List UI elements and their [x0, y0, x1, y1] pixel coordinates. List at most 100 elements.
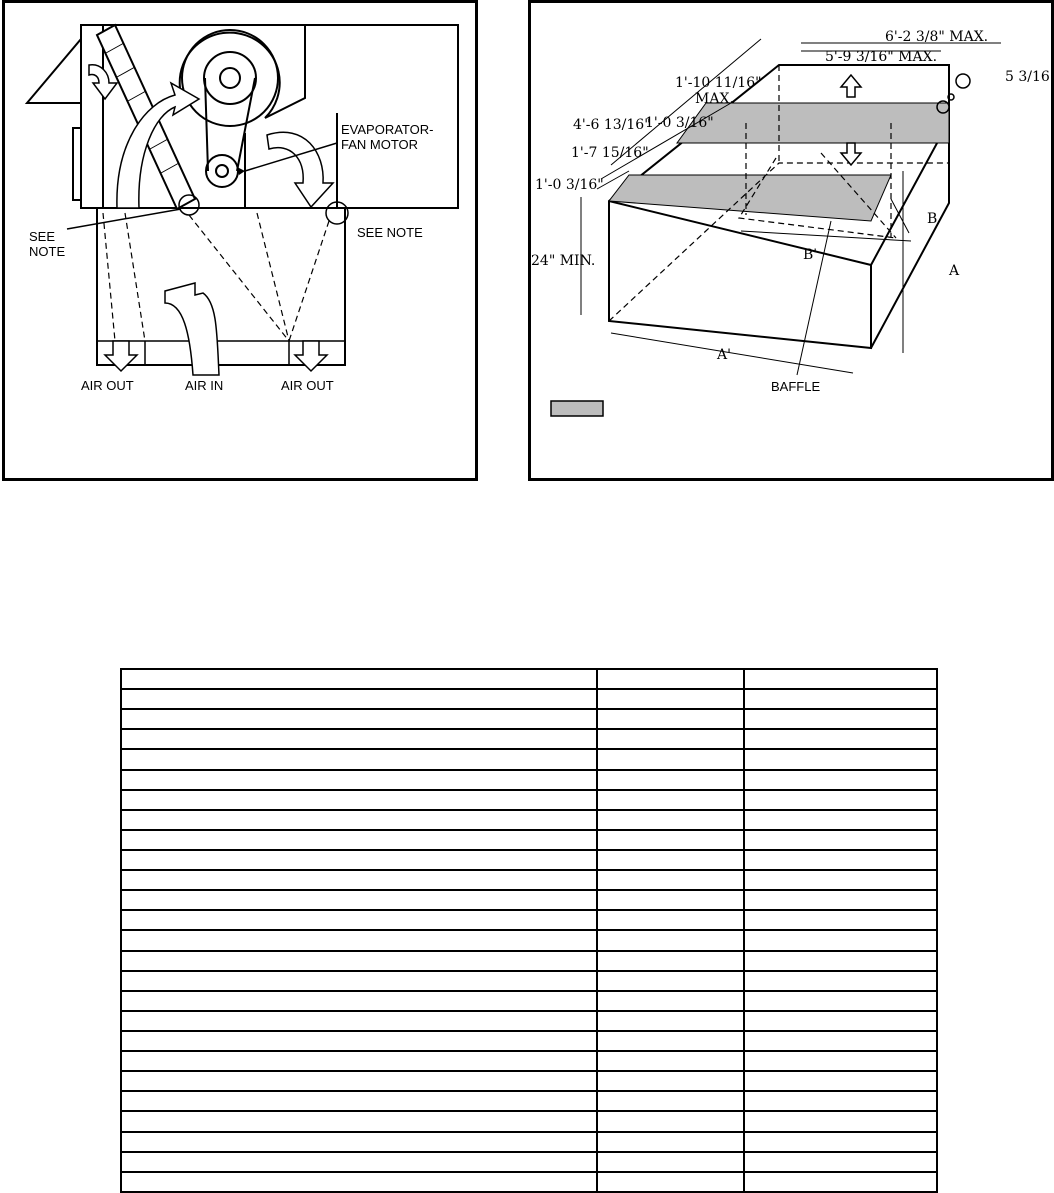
table-cell [596, 989, 745, 1012]
dim-inner-width: 5'-9 3/16" MAX. [825, 49, 937, 65]
dim-height-min: 24" MIN. [531, 253, 595, 269]
table-cell [120, 848, 598, 872]
table-cell [120, 1090, 598, 1113]
table-row [120, 1110, 938, 1133]
table-cell [120, 808, 598, 831]
see-note-right: SEE NOTE [357, 225, 423, 240]
table-cell [596, 949, 745, 972]
table-cell [743, 1110, 938, 1133]
evaporator-label-line2: FAN MOTOR [341, 137, 418, 152]
table-row [120, 909, 938, 932]
table-cell [596, 667, 745, 691]
table-row [120, 969, 938, 992]
table-cell [596, 1150, 745, 1173]
table-cell [120, 688, 598, 711]
table-cell [596, 1170, 745, 1193]
table-cell [120, 788, 598, 811]
table-cell [120, 1070, 598, 1093]
table-cell [120, 909, 598, 932]
table-cell [743, 929, 938, 952]
table-cell [120, 889, 598, 912]
table-cell [120, 768, 598, 791]
table-row [120, 1170, 938, 1193]
table-row [120, 667, 938, 691]
table-cell [120, 1050, 598, 1073]
table-row [120, 1009, 938, 1032]
table-cell [120, 1009, 598, 1032]
table-cell [743, 1130, 938, 1153]
table-cell [743, 768, 938, 791]
table-cell [596, 808, 745, 831]
table-cell [596, 708, 745, 731]
table-cell [743, 909, 938, 932]
table-cell [120, 989, 598, 1012]
table-cell [596, 848, 745, 872]
table-row [120, 1029, 938, 1053]
table-row [120, 748, 938, 771]
table-cell [743, 949, 938, 972]
table-cell [743, 748, 938, 771]
table-cell [596, 688, 745, 711]
table-row [120, 889, 938, 912]
table-cell [596, 889, 745, 912]
table-cell [743, 728, 938, 751]
airflow-diagram-panel: EVAPORATOR- FAN MOTOR SEE NOTE SEE NOTE … [2, 0, 478, 481]
table-cell [596, 929, 745, 952]
table-row [120, 949, 938, 972]
label-b-prime: B' [803, 247, 817, 263]
plenum-dimension-diagram: 6'-2 3/8" MAX. 5'-9 3/16" MAX. 5 3/16" 1… [531, 29, 1051, 417]
air-in-label: AIR IN [185, 378, 223, 393]
table-row [120, 1150, 938, 1173]
air-out-left-label: AIR OUT [81, 378, 134, 393]
table-cell [743, 708, 938, 731]
table-cell [743, 869, 938, 892]
table-cell [743, 1070, 938, 1093]
table-cell [596, 768, 745, 791]
table-cell [596, 1029, 745, 1053]
table-cell [743, 969, 938, 992]
see-note-left-line2: NOTE [29, 244, 65, 259]
table-row [120, 989, 938, 1012]
table-row [120, 1090, 938, 1113]
plenum-dimension-panel: 6'-2 3/8" MAX. 5'-9 3/16" MAX. 5 3/16" 1… [528, 0, 1054, 481]
table-row [120, 808, 938, 831]
table-cell [120, 708, 598, 731]
table-cell [596, 1009, 745, 1032]
table-row [120, 768, 938, 791]
table-cell [743, 848, 938, 872]
table-cell [120, 1130, 598, 1153]
table-cell [596, 1070, 745, 1093]
specification-table-body [120, 667, 938, 1193]
label-baffle: BAFFLE [771, 379, 820, 394]
table-cell [743, 808, 938, 831]
table-cell [120, 1150, 598, 1173]
table-cell [596, 1130, 745, 1153]
table-cell [120, 929, 598, 952]
table-cell [120, 667, 598, 691]
duct-opening-rear [676, 102, 950, 144]
table-cell [120, 1170, 598, 1193]
table-row [120, 728, 938, 751]
table-cell [743, 889, 938, 912]
specification-table [120, 667, 938, 1193]
table-row [120, 869, 938, 892]
table-cell [743, 1170, 938, 1193]
table-row [120, 1070, 938, 1093]
table-cell [596, 909, 745, 932]
evaporator-label-line1: EVAPORATOR- [341, 122, 433, 137]
table-cell [120, 1110, 598, 1133]
table-cell [743, 989, 938, 1012]
table-cell [120, 869, 598, 892]
table-row [120, 828, 938, 851]
dim-side-offset: 5 3/16" [1005, 69, 1051, 85]
label-b: B [927, 211, 937, 227]
see-note-left-line1: SEE [29, 229, 55, 244]
table-cell [596, 748, 745, 771]
table-cell [743, 1029, 938, 1053]
table-row [120, 688, 938, 711]
dim-depth-top: 1'-10 11/16" [675, 75, 762, 91]
table-cell [743, 1090, 938, 1113]
table-cell [596, 828, 745, 851]
table-row [120, 848, 938, 872]
dim-duct-width: 1'-0 3/16" [645, 115, 714, 131]
